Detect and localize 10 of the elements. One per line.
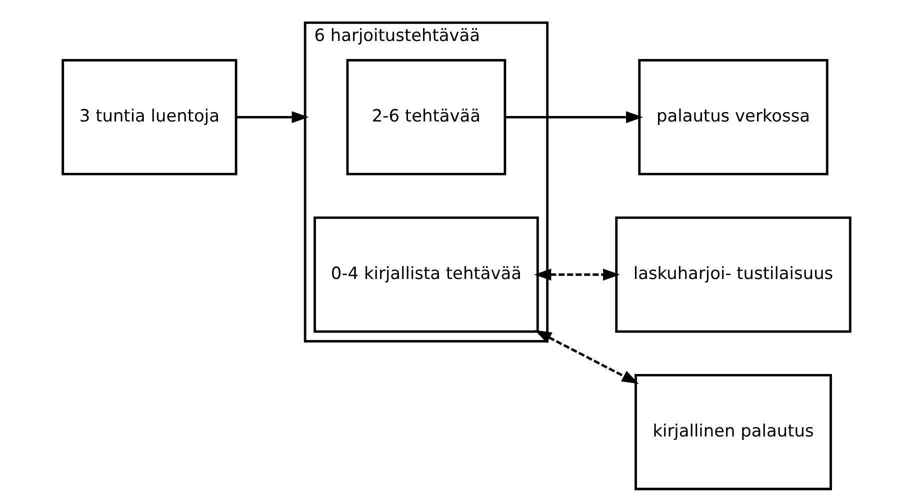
node-box: 3 tuntia luentoja: [61, 59, 237, 176]
node-box: kirjallinen palautus: [634, 374, 832, 490]
arrow: [236, 111, 308, 124]
node-box: 2-6 tehtävää: [346, 59, 506, 176]
node-box: 0-4 kirjallista tehtävää: [313, 216, 538, 333]
arrow: [504, 111, 643, 124]
node-box: laskuharjoi- tustilaisuus: [614, 216, 851, 333]
arrow: [534, 268, 620, 281]
node-box: palautus verkossa: [638, 59, 828, 176]
arrow: [534, 330, 638, 384]
